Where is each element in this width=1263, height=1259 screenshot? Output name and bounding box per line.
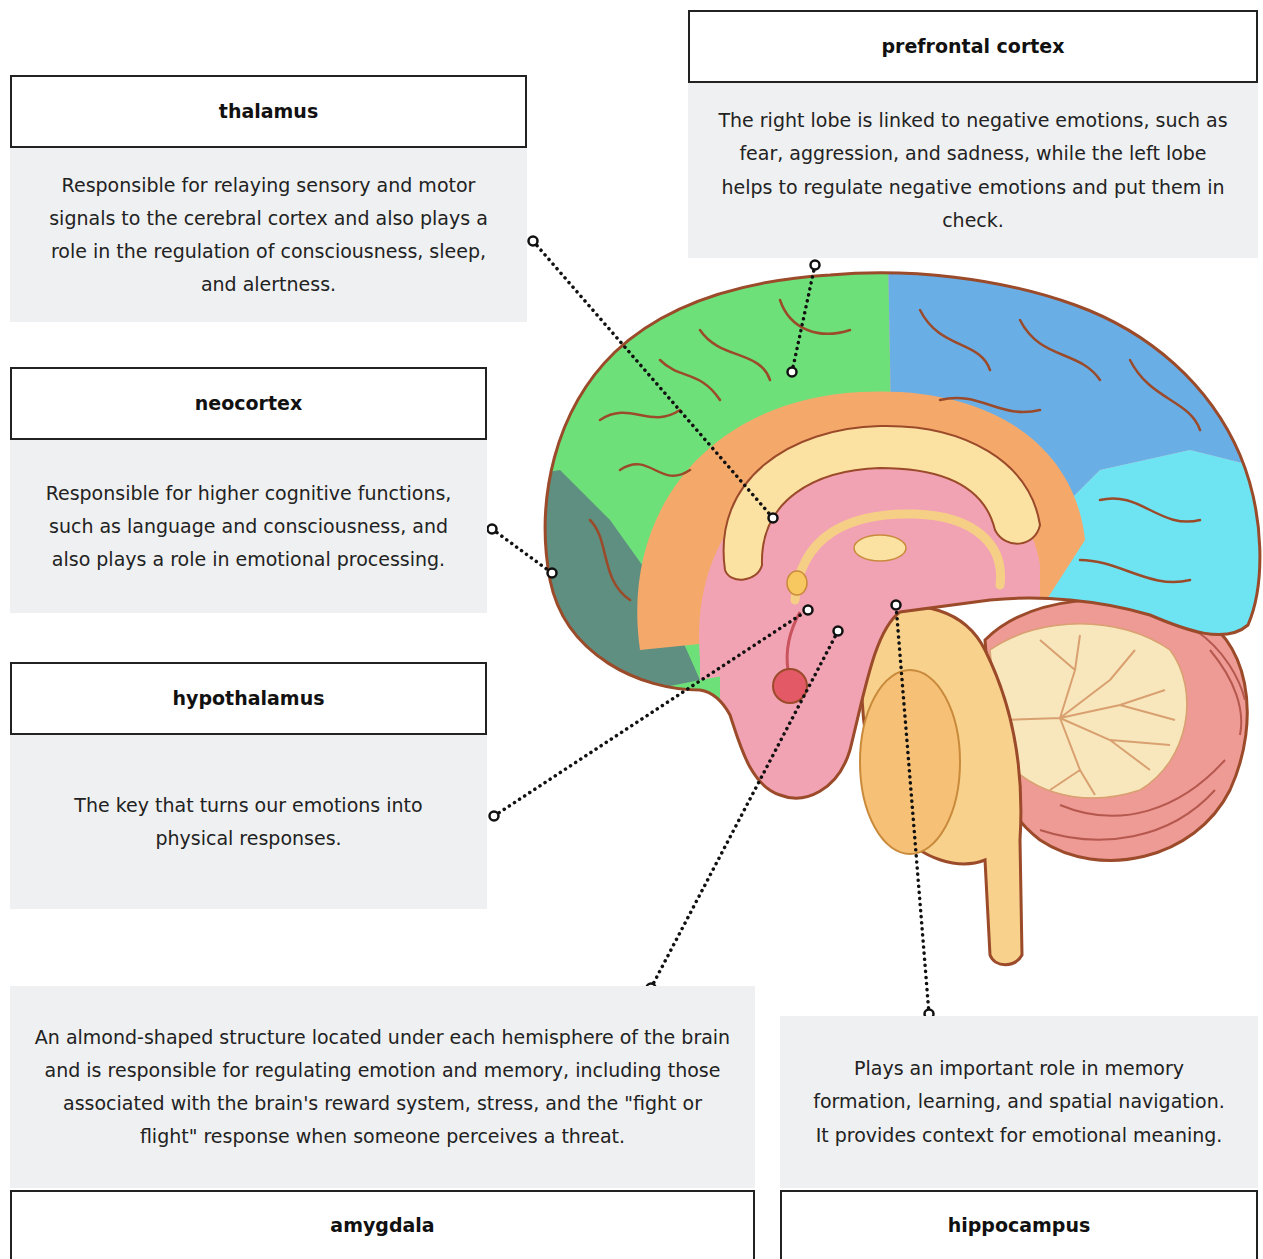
region-heading: neocortex xyxy=(10,367,487,440)
region-description: An almond-shaped structure located under… xyxy=(10,986,755,1188)
region-description: Plays an important role in memory format… xyxy=(780,1016,1258,1188)
region-description: Responsible for higher cognitive functio… xyxy=(10,440,487,613)
callout-box: Plays an important role in memory format… xyxy=(780,1016,1258,1259)
region-description: The right lobe is linked to negative emo… xyxy=(688,83,1258,258)
region-description: Responsible for relaying sensory and mot… xyxy=(10,148,527,322)
leader-dot xyxy=(811,261,820,270)
fornix xyxy=(795,514,1001,600)
callout-box: thalamusResponsible for relaying sensory… xyxy=(10,75,527,322)
leader-line xyxy=(494,610,808,816)
leader-dot xyxy=(804,606,813,615)
arbor-vitae-branches xyxy=(1000,635,1175,795)
leader-line xyxy=(492,529,552,573)
gyri xyxy=(590,300,1200,600)
interthalamic-adhesion xyxy=(854,535,906,561)
anterior-commissure xyxy=(787,571,807,595)
base-region xyxy=(500,250,1263,850)
cerebrum-outline xyxy=(545,273,1260,798)
leader-dot xyxy=(769,514,778,523)
leader-dot xyxy=(490,812,499,821)
leader-dot xyxy=(488,525,497,534)
leader-dot xyxy=(892,601,901,610)
brainstem xyxy=(860,606,1022,964)
callout-box: An almond-shaped structure located under… xyxy=(10,986,755,1259)
region-heading: thalamus xyxy=(10,75,527,148)
cerebrum-regions xyxy=(500,250,1263,850)
leader-dot xyxy=(548,569,557,578)
leader-ends xyxy=(488,237,934,1019)
region-description: The key that turns our emotions into phy… xyxy=(10,735,487,909)
cerebellum xyxy=(985,599,1247,860)
callout-box: neocortexResponsible for higher cognitiv… xyxy=(10,367,487,613)
leader-line xyxy=(896,605,929,1014)
leader-dot xyxy=(529,237,538,246)
occipital-region xyxy=(1040,450,1263,700)
leader-line xyxy=(792,265,815,372)
pons xyxy=(860,670,960,854)
leader-line xyxy=(533,241,773,518)
leader-lines xyxy=(492,241,929,1014)
pituitary-gland xyxy=(773,669,807,703)
leader-line xyxy=(651,631,838,988)
cerebellum-shape xyxy=(985,599,1247,860)
region-heading: hippocampus xyxy=(780,1190,1258,1259)
callout-box: hypothalamusThe key that turns our emoti… xyxy=(10,662,487,909)
region-heading: hypothalamus xyxy=(10,662,487,735)
leader-dot xyxy=(788,368,797,377)
leader-dot xyxy=(834,627,843,636)
region-heading: prefrontal cortex xyxy=(688,10,1258,83)
callout-box: prefrontal cortexThe right lobe is linke… xyxy=(688,10,1258,258)
region-heading: amygdala xyxy=(10,1190,755,1259)
